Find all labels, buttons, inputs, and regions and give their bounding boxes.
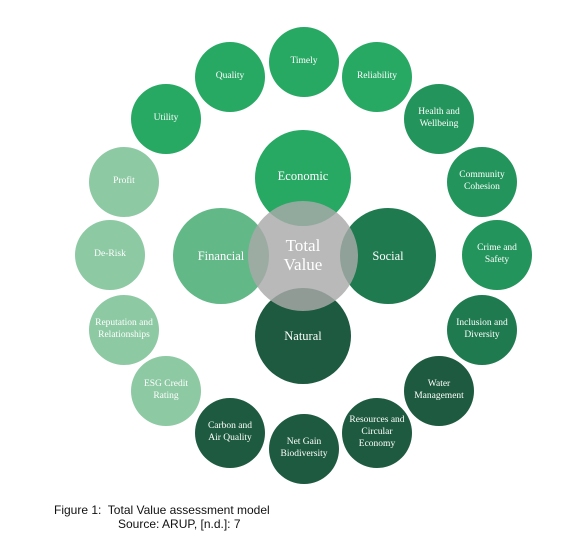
center-total-value: Total Value [248,201,358,311]
outer-node-de-risk: De-Risk [75,220,145,290]
outer-node-reputation-relationships: Reputation and Relationships [89,295,159,365]
outer-node-inclusion-diversity: Inclusion and Diversity [447,295,517,365]
figure-source: Source: ARUP, [n.d.]: 7 [118,517,241,531]
outer-node-carbon-air-quality: Carbon and Air Quality [195,398,265,468]
outer-node-water-management: Water Management [404,356,474,426]
outer-node-reliability: Reliability [342,42,412,112]
outer-node-resources-circular-economy: Resources and Circular Economy [342,398,412,468]
outer-node-utility: Utility [131,84,201,154]
outer-node-timely: Timely [269,27,339,97]
outer-node-net-gain-biodiversity: Net Gain Biodiversity [269,414,339,484]
outer-node-crime-safety: Crime and Safety [462,220,532,290]
figure-caption: Figure 1: Total Value assessment model [54,503,270,517]
outer-node-community-cohesion: Community Cohesion [447,147,517,217]
outer-node-esg-credit-rating: ESG Credit Rating [131,356,201,426]
outer-node-profit: Profit [89,147,159,217]
outer-node-health-wellbeing: Health and Wellbeing [404,84,474,154]
outer-node-quality: Quality [195,42,265,112]
pillar-natural: Natural [255,288,351,384]
